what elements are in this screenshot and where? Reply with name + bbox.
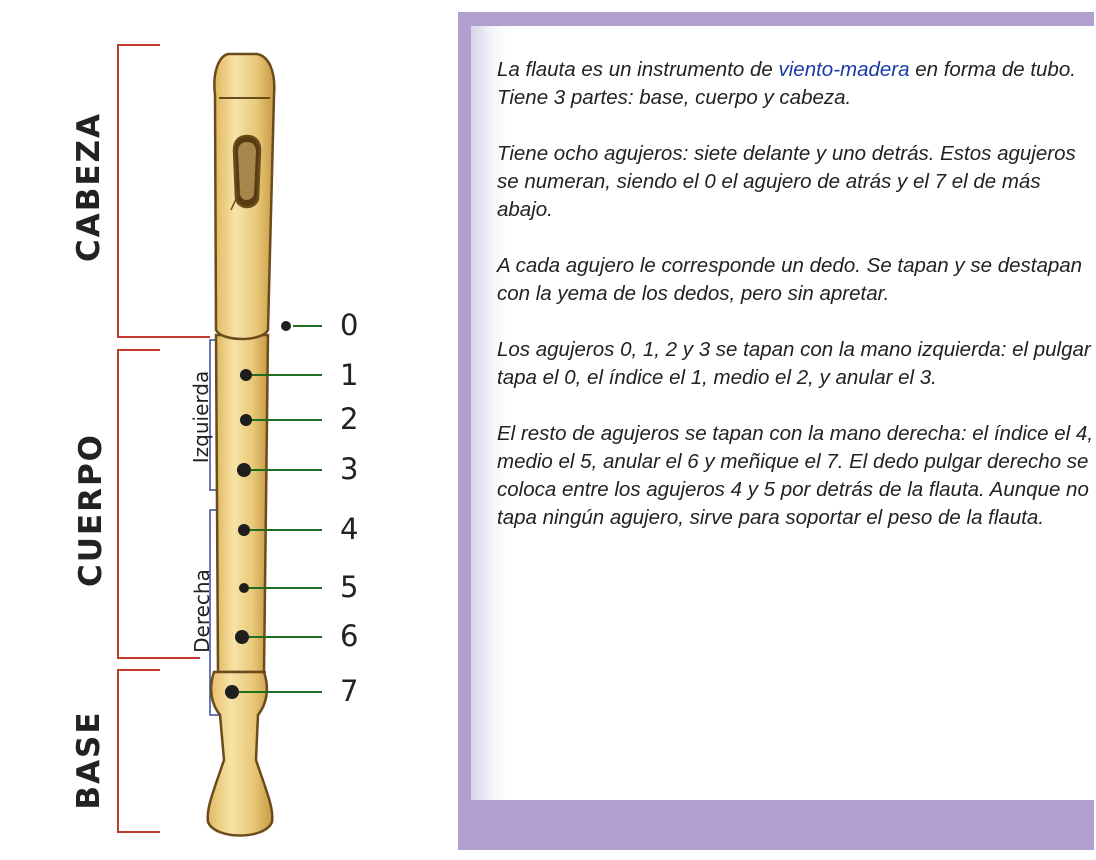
hole-0	[281, 321, 291, 331]
hole-number-3: 3	[340, 452, 359, 486]
paragraph-fingers: A cada agujero le corresponde un dedo. S…	[497, 254, 1083, 305]
hole-number-0: 0	[340, 308, 359, 342]
section-label-base: BASE	[71, 710, 107, 810]
recorder	[206, 52, 276, 837]
hole-2	[240, 414, 252, 426]
hand-label-left: Izquierda	[189, 370, 213, 464]
hand-label-right: Derecha	[190, 569, 214, 653]
hole-number-5: 5	[340, 570, 359, 604]
hole-number-7: 7	[340, 674, 359, 708]
hole-4	[238, 524, 250, 536]
viento-madera-link[interactable]: viento-madera	[778, 58, 910, 81]
hole-3	[237, 463, 251, 477]
hole-number-6: 6	[340, 619, 359, 653]
section-label-head: CABEZA	[71, 111, 107, 263]
hole-number-1: 1	[340, 358, 359, 392]
paragraph-intro: La flauta es un instrumento de viento-ma…	[497, 58, 1076, 109]
recorder-body	[214, 333, 270, 674]
description-text: La flauta es un instrumento de viento-ma…	[497, 56, 1096, 560]
recorder-diagram: CABEZA CUERPO BASE Izquierda Derecha 0 1…	[0, 0, 470, 860]
section-label-body: CUERPO	[73, 432, 109, 588]
paragraph-holes: Tiene ocho agujeros: siete delante y uno…	[497, 142, 1076, 221]
hole-6	[235, 630, 249, 644]
paragraph-left-hand: Los agujeros 0, 1, 2 y 3 se tapan con la…	[497, 338, 1091, 389]
hole-5	[239, 583, 249, 593]
description-card: La flauta es un instrumento de viento-ma…	[471, 26, 1096, 800]
recorder-base	[206, 670, 274, 837]
recorder-illustration	[117, 44, 322, 837]
description-panel: La flauta es un instrumento de viento-ma…	[458, 12, 1096, 850]
hole-number-4: 4	[340, 512, 359, 546]
body-bracket	[117, 349, 200, 659]
base-bracket	[117, 669, 160, 833]
hole-7	[225, 685, 239, 699]
head-bracket	[117, 44, 210, 338]
hole-number-2: 2	[340, 402, 359, 436]
holes	[225, 321, 291, 699]
leader-lines	[239, 325, 322, 693]
section-brackets	[117, 44, 210, 833]
paragraph-right-hand: El resto de agujeros se tapan con la man…	[497, 422, 1094, 529]
hole-1	[240, 369, 252, 381]
